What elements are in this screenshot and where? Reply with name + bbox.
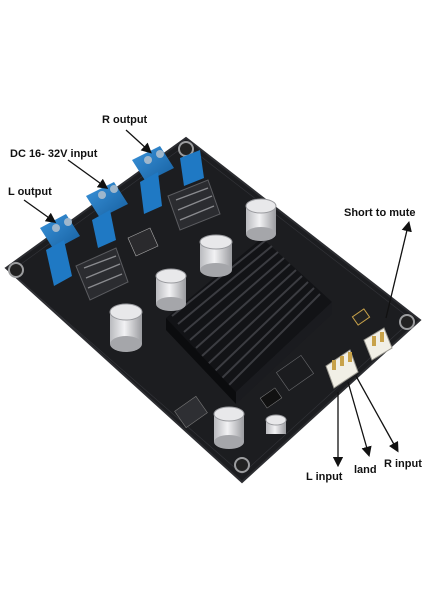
capacitor xyxy=(109,303,143,352)
label-r-input: R input xyxy=(384,458,422,470)
heatsink xyxy=(166,238,332,404)
inductor xyxy=(167,179,221,231)
chip xyxy=(127,227,159,257)
capacitor xyxy=(213,406,245,449)
label-short-to-mute: Short to mute xyxy=(344,207,416,219)
mount-hole xyxy=(399,314,415,330)
mount-hole xyxy=(8,262,24,278)
capacitor xyxy=(245,198,277,241)
capacitor xyxy=(199,234,233,277)
label-l-output: L output xyxy=(8,186,52,198)
input-connector xyxy=(325,349,359,389)
inductor xyxy=(75,247,129,301)
capacitor xyxy=(265,414,287,434)
label-dc-input: DC 16- 32V input xyxy=(10,148,98,160)
label-r-output: R output xyxy=(102,114,148,126)
terminal-r-output xyxy=(132,146,204,214)
mute-connector xyxy=(363,327,393,361)
label-l-input: L input xyxy=(306,471,343,483)
terminal-dc-input xyxy=(86,182,128,248)
label-land: land xyxy=(354,464,377,476)
mount-hole xyxy=(234,457,250,473)
capacitor xyxy=(155,268,187,311)
